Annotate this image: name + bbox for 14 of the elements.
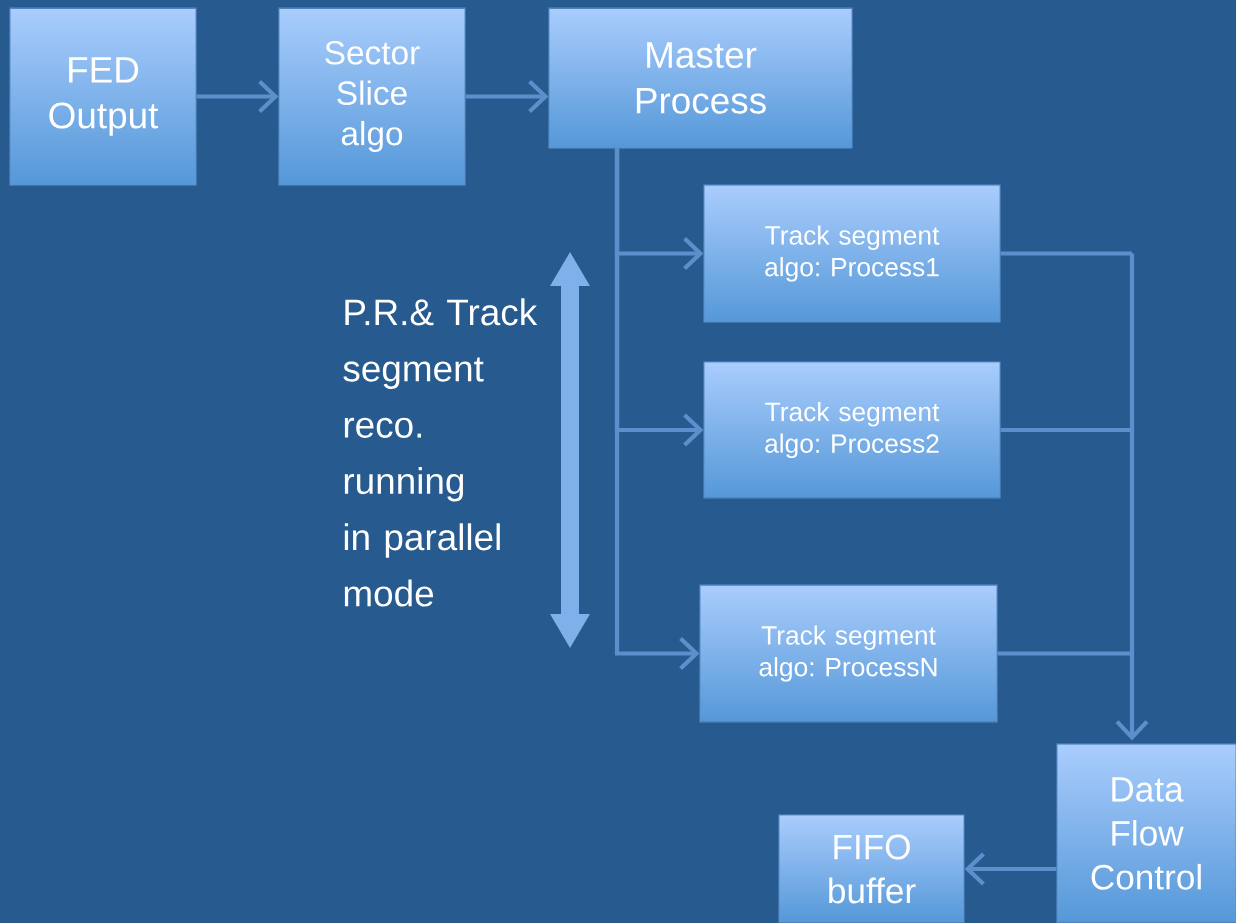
arrow — [465, 80, 549, 113]
process-box: Data Flow Control — [1056, 743, 1236, 923]
arrow — [196, 80, 279, 113]
process-box: Track segment algo: ProcessN — [699, 584, 998, 723]
arrow — [964, 852, 1057, 886]
process-box: Track segment algo: Process1 — [703, 184, 1001, 323]
process-box: Master Process — [548, 7, 853, 149]
process-box: FIFO buffer — [778, 814, 965, 923]
process-box: Track segment algo: Process2 — [703, 361, 1001, 499]
process-box: FED Output — [9, 7, 197, 186]
arrow — [614, 148, 700, 670]
side-note: P.R.& Track segment reco. running in parallel mode — [343, 298, 538, 607]
arrow — [995, 251, 1149, 741]
process-box: Sector Slice algo — [278, 7, 466, 186]
